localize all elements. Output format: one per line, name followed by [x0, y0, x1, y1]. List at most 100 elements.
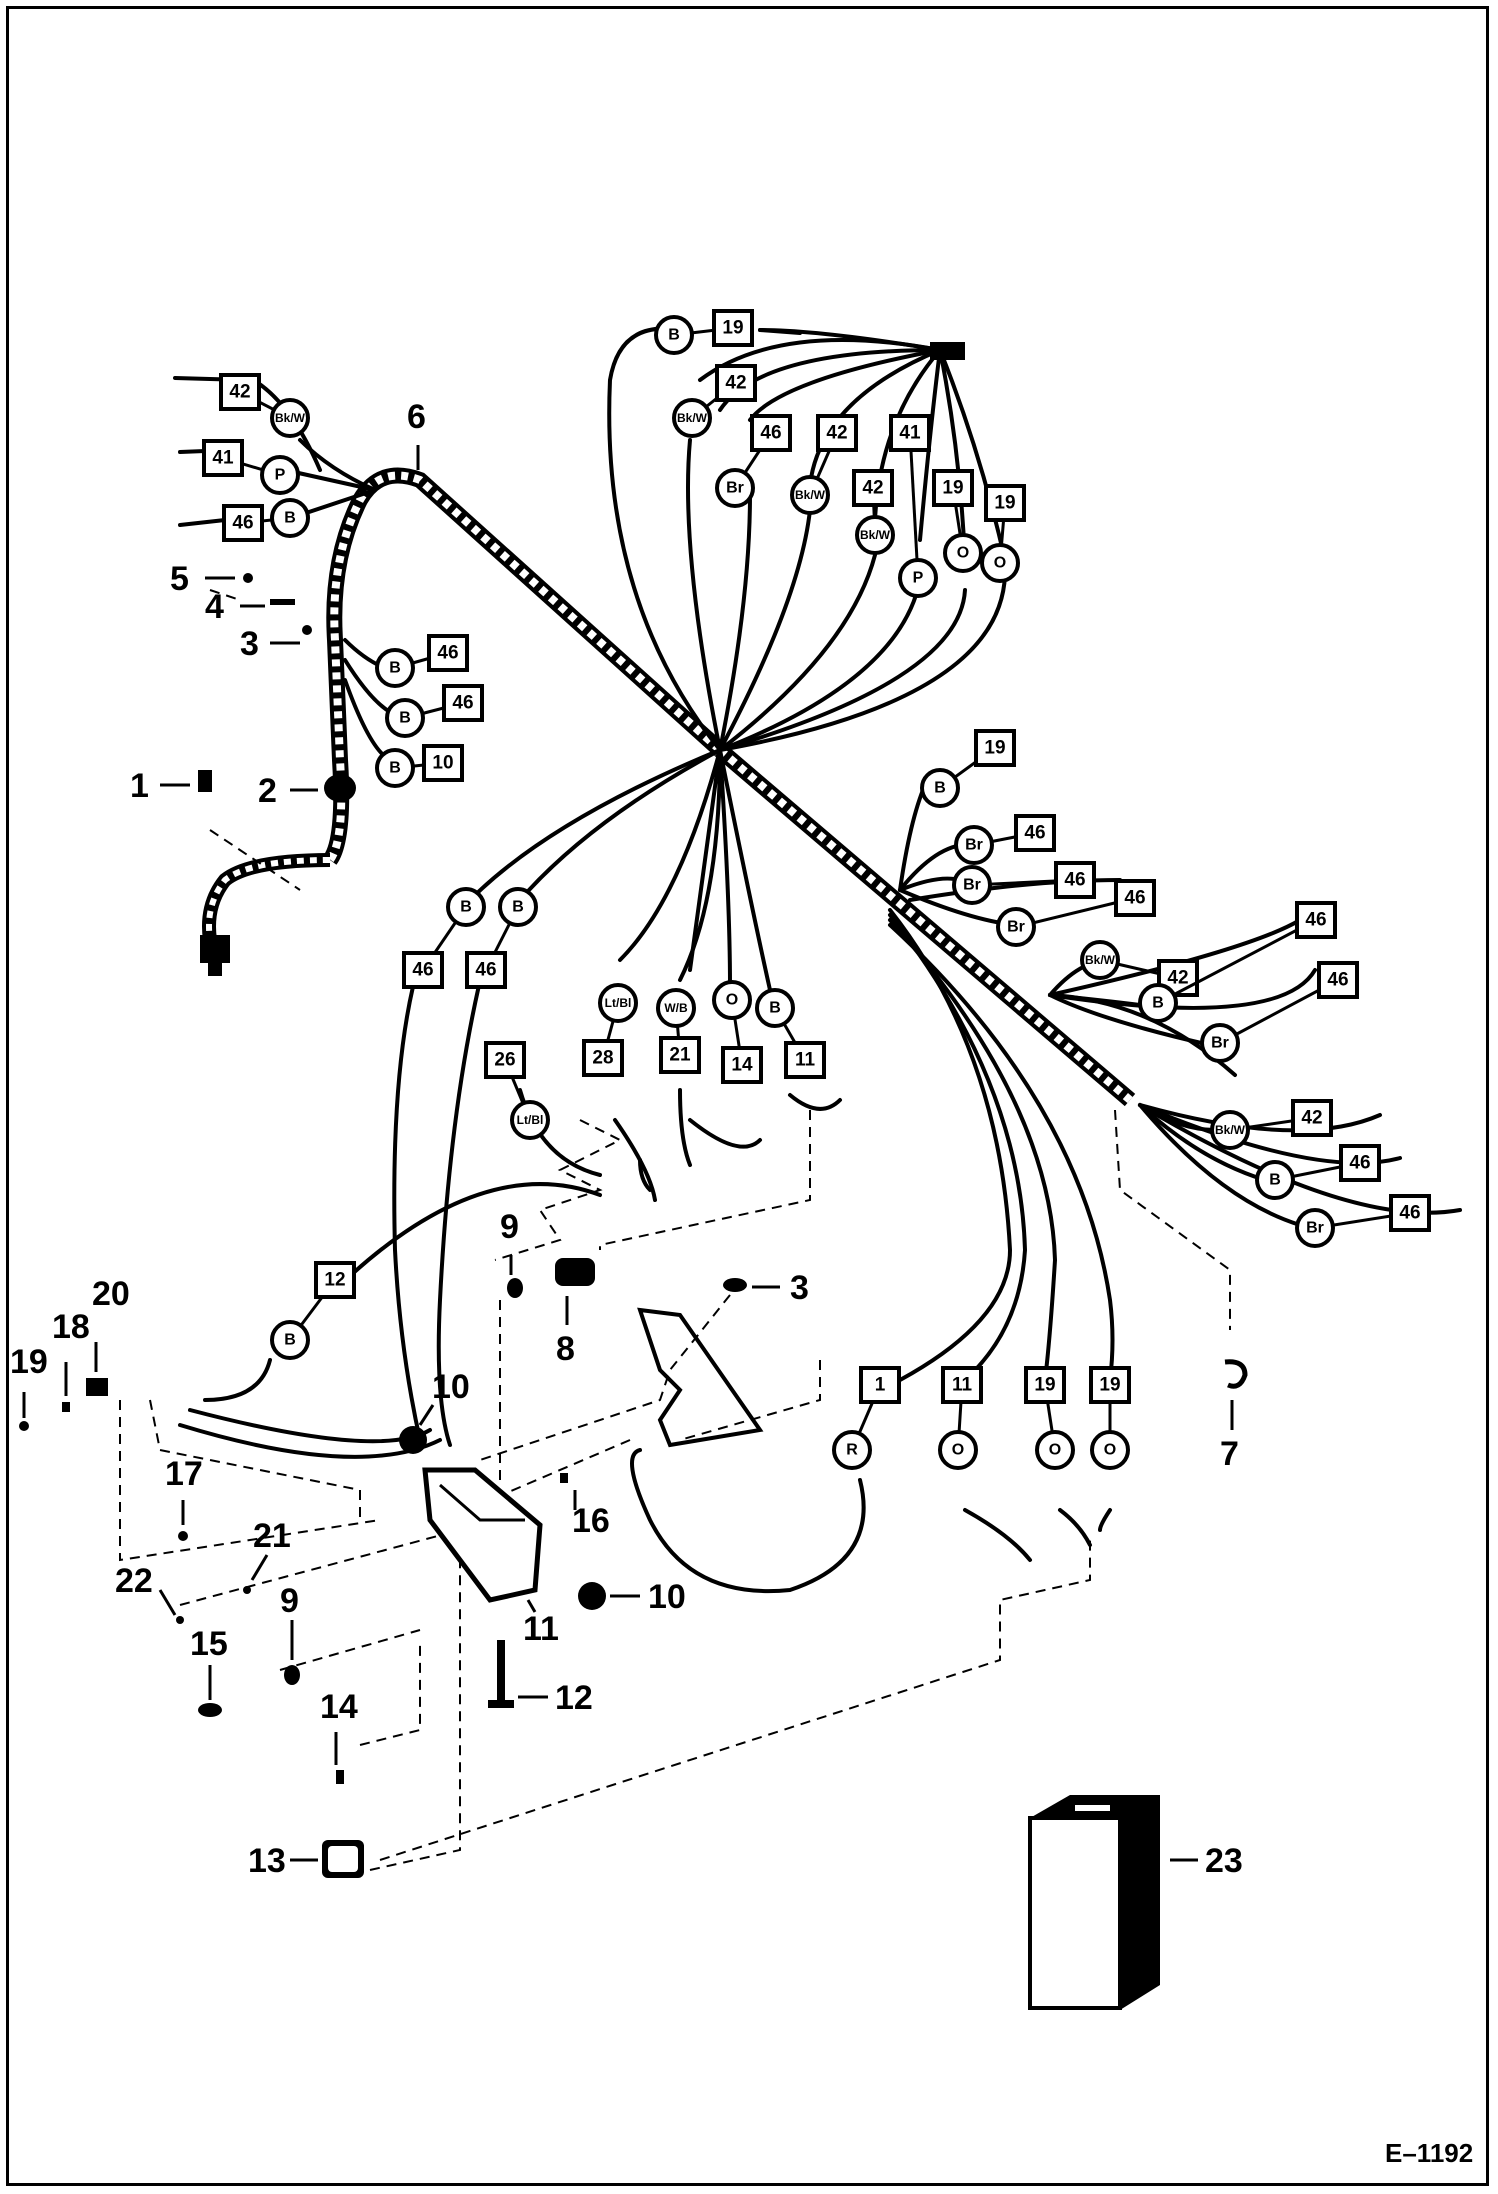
wire-color-label: B	[399, 710, 411, 727]
wire-color-circle	[898, 558, 938, 598]
wire-number-label: 19	[984, 738, 1005, 759]
wire-color-label: P	[275, 467, 286, 484]
wire-number-box	[1054, 861, 1096, 899]
callout-15: 15	[190, 1625, 228, 1663]
wire-number-box	[941, 1366, 983, 1404]
wire-color-circle	[375, 748, 415, 788]
callout-leaders	[22, 445, 1234, 1862]
wire-color-label: B	[1152, 995, 1164, 1012]
wire-color-label: Lt/Bl	[517, 1113, 544, 1127]
wire-color-circle	[980, 543, 1020, 583]
wire-color-circle	[270, 1320, 310, 1360]
wire-color-label: Bk/W	[275, 411, 306, 425]
wire-number-label: 19	[1034, 1375, 1055, 1396]
wire-color-label: Br	[726, 480, 744, 497]
callout-7: 7	[1220, 1435, 1239, 1473]
callout-17: 17	[165, 1455, 203, 1493]
wire-color-circle	[1255, 1160, 1295, 1200]
part-7-clip	[1224, 1359, 1248, 1389]
wire-number-label: 41	[212, 448, 234, 469]
part-1-connector	[198, 770, 212, 792]
wire-color-label: B	[1269, 1172, 1281, 1189]
callout-18: 18	[52, 1308, 90, 1346]
wire-color-label: Bk/W	[1215, 1123, 1246, 1137]
wire-number-box	[1089, 1366, 1131, 1404]
wire-number-box	[219, 373, 261, 411]
wire-number-box	[1157, 959, 1199, 997]
wire-number-label: 42	[862, 478, 883, 499]
wire-color-circle	[654, 315, 694, 355]
wire-number-box	[1295, 901, 1337, 939]
wire-number-label: 46	[452, 693, 473, 714]
wire-color-label: B	[668, 327, 680, 344]
wire-color-circle	[715, 468, 755, 508]
callout-13: 13	[248, 1842, 286, 1880]
wire-number-box	[715, 364, 757, 402]
wire-color-label: B	[389, 660, 401, 677]
wire-number-label: 46	[1064, 870, 1085, 891]
wire-number-box	[484, 1041, 526, 1079]
callout-22: 22	[115, 1562, 153, 1600]
wire-color-label: Lt/Bl	[605, 996, 632, 1010]
wire-tag-link	[908, 432, 920, 579]
wire-color-circle	[1210, 1110, 1250, 1150]
wire-color-label: Bk/W	[795, 488, 826, 502]
wire-number-box	[202, 439, 244, 477]
hardware-parts	[19, 573, 1248, 2010]
callout-5: 5	[170, 560, 189, 598]
wire-number-label: 46	[1305, 910, 1326, 931]
wire-color-circle	[1295, 1208, 1335, 1248]
wire-color-circle	[755, 988, 795, 1028]
wire-color-label: O	[994, 555, 1006, 572]
wire-number-label: 46	[412, 960, 433, 981]
wire-color-label: B	[512, 899, 524, 916]
wire-number-label: 46	[1349, 1153, 1370, 1174]
wire-color-label: B	[769, 1000, 781, 1017]
wire-number-label: 42	[1167, 968, 1188, 989]
wire-color-label: Br	[963, 877, 981, 894]
wire-color-circle	[920, 768, 960, 808]
wire-number-box	[1024, 1366, 1066, 1404]
assembly-lines	[119, 589, 1231, 1871]
wire-color-label: Br	[1211, 1035, 1229, 1052]
wire-color-circle	[938, 1430, 978, 1470]
callout-20: 20	[92, 1275, 130, 1313]
figure-reference: E–1192	[1385, 2138, 1473, 2168]
wire-color-label: Br	[965, 837, 983, 854]
wire-number-box	[852, 469, 894, 507]
callout-6: 6	[407, 398, 426, 436]
wire-number-label: 11	[952, 1375, 973, 1396]
wire-color-circle	[598, 983, 638, 1023]
wire-color-circle	[270, 498, 310, 538]
wire-color-label: B	[284, 510, 296, 527]
wire-number-label: 42	[725, 373, 746, 394]
wire-number-label: 11	[795, 1050, 816, 1071]
wire-color-circle	[375, 648, 415, 688]
callout-numbers: 1 2 3 4 5 6 7 8 9 3 10 20 18 19 17 16 21…	[10, 398, 1243, 1880]
wire-color-label: W/B	[664, 1001, 688, 1015]
wire-number-box	[1114, 879, 1156, 917]
wire-number-box	[1389, 1194, 1431, 1232]
callout-10: 10	[648, 1578, 686, 1616]
wire-color-label: O	[726, 992, 738, 1009]
wire-color-circle	[712, 980, 752, 1020]
wire-tag-link	[1157, 918, 1317, 1005]
wire-number-box	[427, 634, 469, 672]
callout-8: 8	[556, 1330, 575, 1368]
callout-3: 3	[240, 625, 259, 663]
wire-color-circle	[855, 515, 895, 555]
wire-number-label: 19	[942, 478, 963, 499]
wire-color-label: B	[934, 780, 946, 797]
wire-number-box	[889, 414, 931, 452]
wire-number-box	[712, 309, 754, 347]
wire-color-label: Br	[1306, 1220, 1324, 1237]
wire-color-label: O	[952, 1442, 964, 1459]
part-8-switch	[555, 1258, 595, 1286]
part-11-switch-bracket	[422, 1467, 543, 1603]
wire-number-label: 19	[994, 493, 1015, 514]
wire-number-box	[222, 504, 264, 542]
wire-number-box	[984, 484, 1026, 522]
wire-number-box	[465, 951, 507, 989]
wire-number-box	[932, 469, 974, 507]
